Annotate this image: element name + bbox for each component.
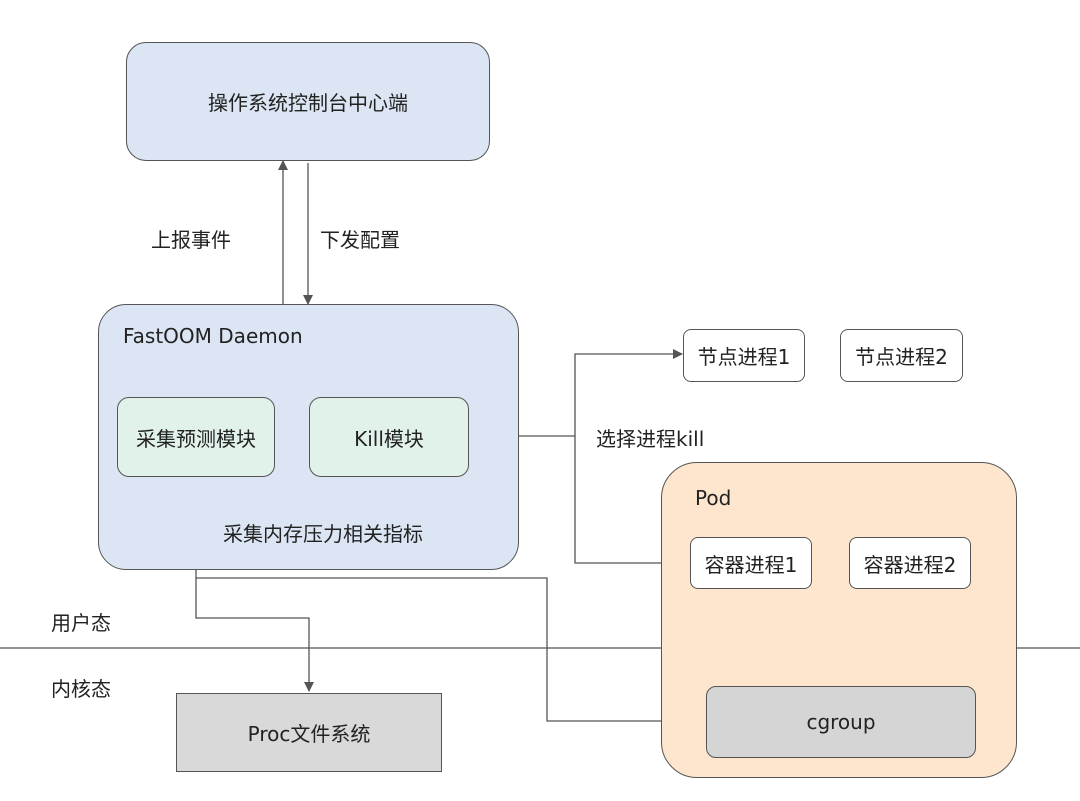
container-process-2-label: 容器进程2 <box>863 552 957 577</box>
collect-to-cgroup-arrow <box>196 577 707 726</box>
cgroup-label: cgroup <box>806 710 876 734</box>
daemon-title: FastOOM Daemon <box>123 324 303 348</box>
collect-predict-module-label: 采集预测模块 <box>136 426 256 451</box>
console-label: 操作系统控制台中心端 <box>208 91 408 115</box>
container-process-2: 容器进程2 <box>849 537 971 589</box>
report-event-label: 上报事件 <box>151 228 231 252</box>
node-process-2-label: 节点进程2 <box>855 345 948 369</box>
console-box: 操作系统控制台中心端 <box>126 42 490 161</box>
user-space-label: 用户态 <box>51 611 111 635</box>
cgroup-box: cgroup <box>706 686 976 758</box>
node-process-2: 节点进程2 <box>840 329 963 382</box>
send-config-label: 下发配置 <box>320 228 400 252</box>
node-process-1-label: 节点进程1 <box>697 345 791 369</box>
container-process-1: 容器进程1 <box>690 537 812 589</box>
kill-to-node-process-arrow <box>574 349 683 436</box>
select-kill-label: 选择进程kill <box>596 427 705 451</box>
pod-title: Pod <box>695 486 732 510</box>
collect-predict-module: 采集预测模块 <box>117 397 275 477</box>
collect-metrics-label: 采集内存压力相关指标 <box>223 522 423 546</box>
kill-to-container-process-arrow <box>574 436 690 568</box>
kernel-space-label: 内核态 <box>51 677 111 701</box>
container-process-1-label: 容器进程1 <box>704 552 798 577</box>
proc-filesystem-box: Proc文件系统 <box>176 693 442 772</box>
node-process-1: 节点进程1 <box>683 329 805 382</box>
proc-filesystem-label: Proc文件系统 <box>247 722 371 746</box>
kill-module: Kill模块 <box>309 397 469 477</box>
kill-module-label: Kill模块 <box>354 426 424 451</box>
